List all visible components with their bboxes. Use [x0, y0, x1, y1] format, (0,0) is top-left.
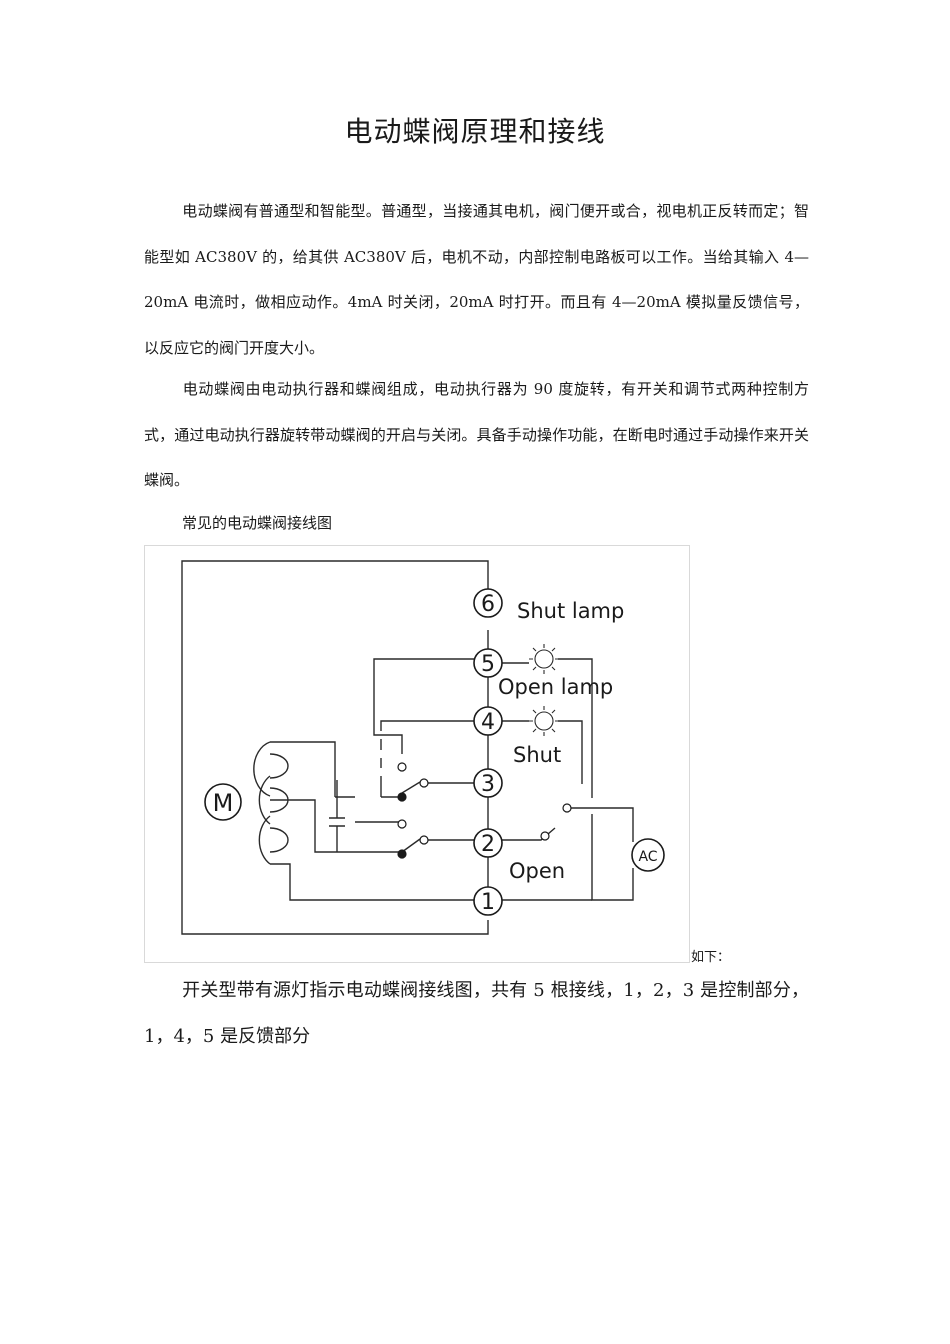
wire-motor-common — [270, 863, 475, 901]
terminal-6 — [473, 588, 503, 618]
terminal-2-label: 2 — [481, 832, 495, 857]
figure-caption: 常见的电动蝶阀接线图 — [182, 514, 333, 532]
open-label: Open — [509, 859, 565, 883]
terminal-4-label: 4 — [481, 710, 495, 735]
paragraph-composition: 电动蝶阀由电动执行器和蝶阀组成，电动执行器为 90 度旋转，有开关和调节式两种控… — [144, 367, 809, 504]
outer-wire — [181, 560, 489, 935]
terminal-5 — [473, 648, 503, 678]
terminal-1-label: 1 — [481, 890, 495, 915]
paragraph-ordinary-vs-smart: 电动蝶阀有普通型和智能型。普通型，当接通其电机，阀门便开或合，视电机正反转而定；… — [144, 189, 809, 371]
shut-lamp-label: Shut lamp — [517, 599, 624, 623]
contact-right-a — [540, 831, 550, 841]
wire-2-switch — [501, 827, 556, 841]
contact-common-3 — [419, 778, 429, 788]
contact-open-3 — [397, 762, 407, 772]
terminal-5-label: 5 — [481, 652, 495, 677]
wire-switch-ac — [565, 807, 634, 842]
wire-5-right — [558, 658, 593, 798]
terminal-3-label: 3 — [481, 772, 495, 797]
shut-label: Shut — [513, 743, 561, 767]
ac-label: AC — [638, 849, 657, 865]
switch-3-blade — [401, 781, 421, 794]
closing-paragraph: 开关型带有源灯指示电动蝶阀接线图，共有 5 根接线，1，2，3 是控制部分，1，… — [144, 968, 809, 1060]
wire-motor-top — [270, 741, 355, 798]
ac-source-symbol — [631, 838, 665, 872]
wire-ac-return — [591, 814, 634, 901]
contact-open-2 — [397, 819, 407, 829]
wire-5-left — [373, 658, 475, 754]
motor-symbol — [204, 783, 242, 821]
wire-4-right — [558, 720, 583, 784]
terminal-6-label: 6 — [481, 592, 495, 617]
wire-motor-mid — [270, 799, 402, 853]
terminal-4 — [473, 706, 503, 736]
contact-closed-3 — [397, 792, 407, 802]
motor-coil-upper — [253, 741, 289, 797]
terminal-3 — [473, 768, 503, 798]
open-lamp-icon — [529, 644, 559, 674]
wiring-diagram: 6 5 4 3 2 1 Shut lamp Open lamp Shut Ope… — [144, 545, 690, 963]
shut-lamp-icon — [529, 706, 559, 736]
open-lamp-label: Open lamp — [498, 675, 613, 699]
capacitor — [329, 780, 345, 852]
paragraph-text: 电动蝶阀由电动执行器和蝶阀组成，电动执行器为 90 度旋转，有开关和调节式两种控… — [144, 380, 809, 489]
wire-4-left — [380, 720, 475, 797]
terminal-2 — [473, 828, 503, 858]
paragraph-text: 电动蝶阀有普通型和智能型。普通型，当接通其电机，阀门便开或合，视电机正反转而定；… — [144, 202, 809, 357]
switch-2-blade — [401, 838, 421, 853]
figure-suffix: 如下： — [691, 950, 731, 965]
terminal-1 — [473, 886, 503, 916]
contact-right-b — [562, 803, 572, 813]
contact-closed-2 — [397, 849, 407, 859]
page-title: 电动蝶阀原理和接线 — [344, 115, 606, 148]
contact-common-2 — [419, 835, 429, 845]
wiring-diagram-svg: 6 5 4 3 2 1 Shut lamp Open lamp Shut Ope… — [181, 560, 665, 935]
motor-coil-lower — [258, 815, 289, 865]
paragraph-text: 开关型带有源灯指示电动蝶阀接线图，共有 5 根接线，1，2，3 是控制部分，1，… — [144, 980, 809, 1047]
motor-label: M — [213, 789, 234, 817]
